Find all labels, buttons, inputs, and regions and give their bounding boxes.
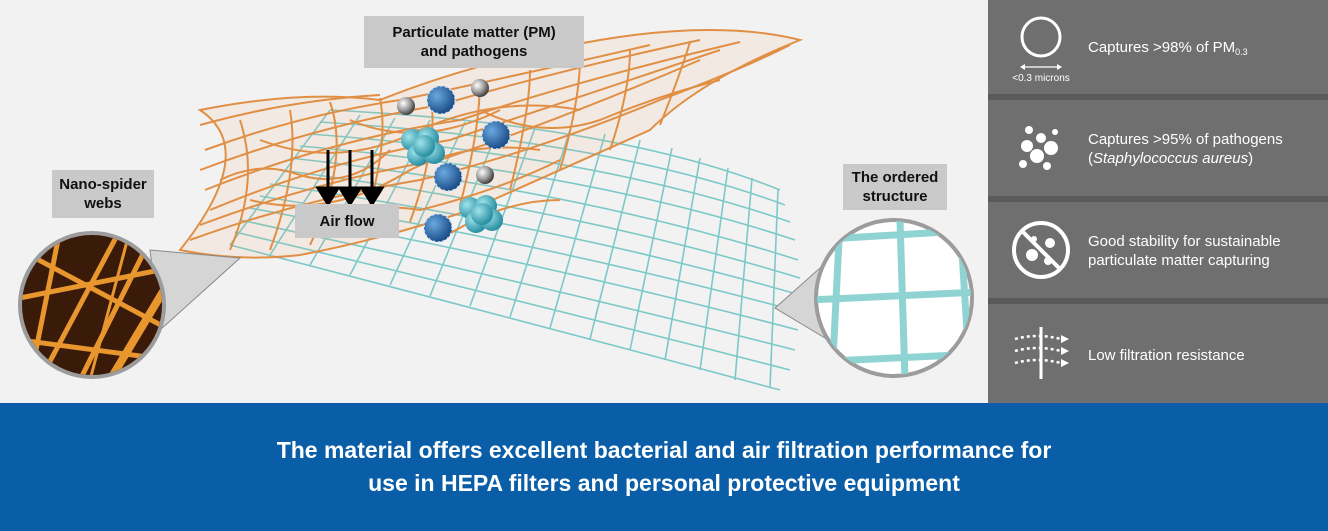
pm-label-line2: and pathogens <box>420 43 528 60</box>
bacteria-cluster <box>401 127 445 166</box>
features-panel: <0.3 microns Captures >98% of PM0.3 Capt… <box>988 0 1328 403</box>
banner-line1: The material offers excellent bacterial … <box>276 437 1052 463</box>
pm-label-line1: Particulate matter (PM) <box>392 24 556 41</box>
ordered-grid-magnifier <box>814 218 974 378</box>
feature-pm-subscript: 0.3 <box>1235 47 1248 57</box>
feature-text: Captures >95% of pathogens (Staphylococc… <box>1088 130 1318 168</box>
banner-text: The material offers excellent bacterial … <box>164 434 1164 500</box>
particles-icon <box>1006 118 1076 178</box>
ordered-structure-label: The ordered structure <box>843 164 947 210</box>
nano-label-line2: webs <box>84 195 122 212</box>
feature-resistance-line1: Low filtration resistance <box>1088 347 1245 364</box>
feature-text: Good stability for sustainable particula… <box>1088 232 1318 270</box>
feature-pathogen-line2: (Staphylococcus aureus) <box>1088 150 1254 167</box>
bacteria-cluster <box>459 195 503 233</box>
virus-particle <box>423 213 453 243</box>
feature-text: Captures >98% of PM0.3 <box>1088 38 1318 62</box>
feature-text: Low filtration resistance <box>1088 346 1318 365</box>
filter-illustration <box>18 29 974 391</box>
filter-diagram: Particulate matter (PM) and pathogens Na… <box>0 0 988 403</box>
feature-low-resistance: Low filtration resistance <box>988 304 1328 403</box>
ordered-label-line2: structure <box>862 188 928 205</box>
nano-spider-label: Nano-spider webs <box>52 170 154 218</box>
feature-pathogen-line1: Captures >95% of pathogens <box>1088 131 1283 148</box>
feature-pm-capture: <0.3 microns Captures >98% of PM0.3 <box>988 0 1328 94</box>
pm-particle <box>397 97 415 115</box>
airflow-label: Air flow <box>295 204 399 238</box>
pm-particle <box>476 166 494 184</box>
pm-pathogens-label: Particulate matter (PM) and pathogens <box>364 16 584 68</box>
summary-banner: The material offers excellent bacterial … <box>0 403 1328 531</box>
virus-particle <box>481 120 511 150</box>
feature-divider <box>988 196 1328 202</box>
no-pathogen-icon <box>1006 218 1076 282</box>
feature-pathogen-capture: Captures >95% of pathogens (Staphylococc… <box>988 100 1328 196</box>
pm-particle <box>471 79 489 97</box>
feature-divider <box>988 298 1328 304</box>
banner-line2: use in HEPA filters and personal protect… <box>368 470 960 496</box>
virus-particle <box>426 85 456 115</box>
airflow-label-text: Air flow <box>319 212 375 230</box>
airflow-arrows <box>315 150 385 207</box>
nano-label-line1: Nano-spider <box>59 176 147 193</box>
feature-divider <box>988 94 1328 100</box>
feature-pathogen-species: Staphylococcus aureus <box>1093 150 1249 167</box>
pm-particles <box>397 79 494 184</box>
feature-stability: Good stability for sustainable particula… <box>988 202 1328 298</box>
virus-particle <box>433 162 463 192</box>
circle-size-icon: <0.3 microns <box>1006 8 1076 88</box>
airflow-icon <box>1006 322 1076 384</box>
size-caption: <0.3 microns <box>1012 72 1070 84</box>
pathogens <box>401 85 511 243</box>
feature-stability-line2: particulate matter capturing <box>1088 252 1270 269</box>
feature-pm-text: Captures >98% of PM <box>1088 39 1236 56</box>
nano-web-magnifier <box>18 231 166 379</box>
feature-stability-line1: Good stability for sustainable <box>1088 233 1281 250</box>
ordered-label-line1: The ordered <box>851 169 939 186</box>
